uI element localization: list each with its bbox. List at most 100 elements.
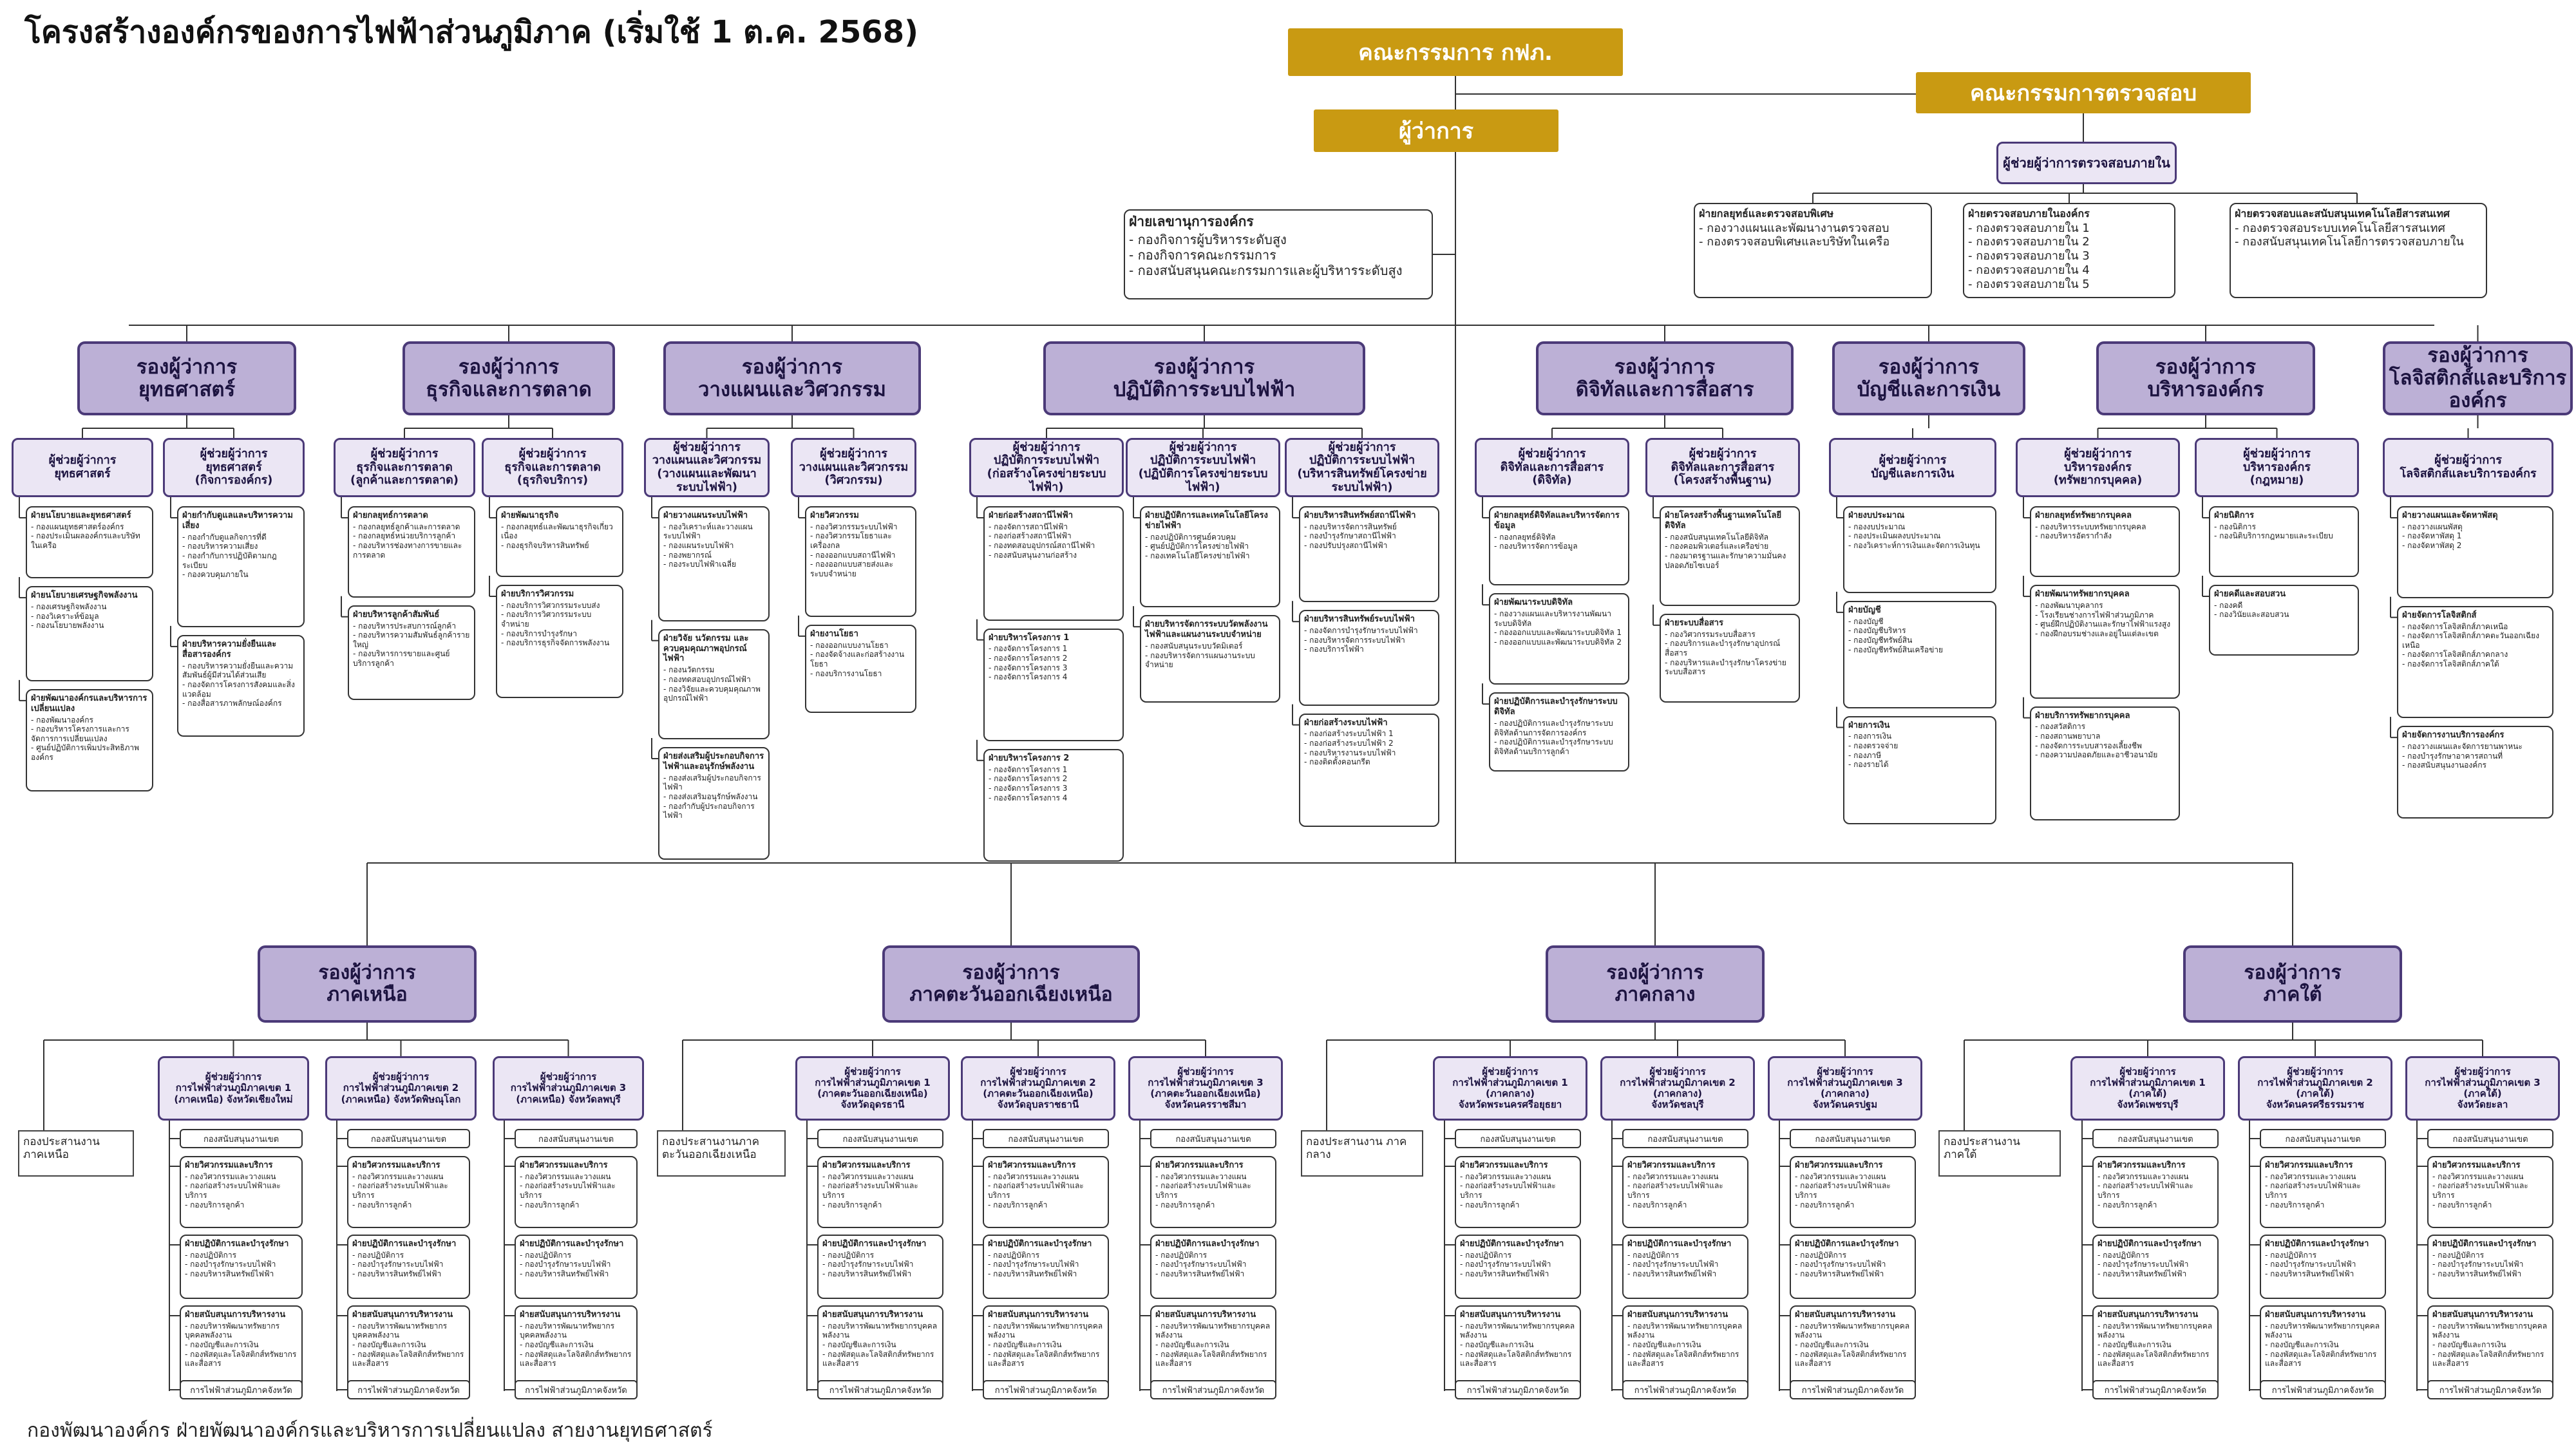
page-title: โครงสร้างองค์กรของการไฟฟ้าส่วนภูมิภาค (เ…: [24, 14, 919, 50]
unit-box: ฝ่ายปฏิบัติการและเทคโนโลยีโครงข่ายไฟฟ้า -…: [1140, 506, 1280, 608]
unit-item: - กองบริหารสินทรัพย์ไฟฟ้า: [1155, 1269, 1245, 1279]
unit-title: ฝ่ายวิศวกรรมและบริการ: [2265, 1160, 2353, 1170]
unit-item: - กองบริหารพัฒนาทรัพยากรบุคคลพลังงาน: [1627, 1321, 1743, 1340]
unit-item: - กองพัสดุและโลจิสติกส์ทรัพยากรและสื่อสา…: [2265, 1349, 2377, 1368]
unit-title: ฝ่ายบริการวิศวกรรม: [501, 589, 574, 599]
unit-item: - กองบัญชีและการเงิน: [352, 1340, 426, 1350]
unit-title: ฝ่ายปฏิบัติการและบำรุงรักษา: [1627, 1239, 1732, 1249]
unit-title: ฝ่ายสนับสนุนการบริหารงาน: [2098, 1310, 2199, 1320]
unit-item: - กองจัดการโครงการ 2: [989, 774, 1068, 784]
unit-item: - กองกลยุทธ์ดิจิทัล: [1494, 532, 1556, 542]
unit-title: ฝ่ายก่อสร้างระบบไฟฟ้า: [1304, 717, 1388, 728]
unit-item: - กองพัสดุและโลจิสติกส์ทรัพยากรและสื่อสา…: [988, 1349, 1100, 1368]
unit-item: - กองบริการลูกค้า: [988, 1200, 1048, 1209]
unit-item: - กองปฏิบัติการ: [520, 1250, 572, 1260]
unit-item: - กองออกแบบและพัฒนาระบบดิจิทัล 2: [1494, 637, 1622, 647]
unit-title: ฝ่ายปฏิบัติการและบำรุงรักษา: [1795, 1239, 1899, 1249]
unit-item: - กองจัดการระบบสารองเลี้ยงชีพ: [2035, 741, 2142, 750]
area-support-box: กองสนับสนุนงานเขต: [2260, 1129, 2386, 1148]
provincial-office-box: การไฟฟ้าส่วนภูมิภาคจังหวัด: [2260, 1380, 2386, 1399]
footer-note: กองพัฒนาองค์กร ฝ่ายพัฒนาองค์กรและบริหารก…: [27, 1419, 713, 1442]
unit-item: - กองวิเคราะห์การเงินและจัดการเงินทุน: [1848, 541, 1980, 551]
unit-item: - ศูนย์ฝึกปฏิบัติงานและรักษาไฟฟ้าแรงสูง: [2035, 620, 2171, 629]
unit-box: ฝ่ายการเงิน- กองการเงิน- กองตรวจจ่าย- กอ…: [1843, 715, 1996, 824]
unit-item: - กองคดี: [2214, 600, 2243, 610]
unit-item: - กองบริการลูกค้า: [1795, 1200, 1855, 1209]
unit-item: - โรงเรียนช่างการไฟฟ้าส่วนภูมิภาค: [2035, 610, 2154, 620]
unit-box: ฝ่ายกำกับดูแลและบริหารความเสี่ยง- กองกำก…: [177, 506, 305, 627]
unit-box: ฝ่ายกลยุทธ์การตลาด- กองกลยุทธ์ลูกค้าและก…: [348, 506, 475, 598]
unit-item: - กองก่อสร้างระบบไฟฟ้าและบริการ: [1155, 1181, 1251, 1200]
unit-title: ฝ่ายพัฒนาทรัพยากรบุคคล: [2035, 589, 2130, 600]
assistant-governor-box: ผู้ช่วยผู้ว่าการ บัญชีและการเงิน: [1829, 438, 1996, 497]
unit-item: - กองบริหารพัฒนาทรัพยากรบุคคลพลังงาน: [988, 1321, 1103, 1340]
unit-item: - กองส่งเสริมผู้ประกอบกิจการไฟฟ้า: [663, 773, 761, 792]
vice-governor-region-box: รองผู้ว่าการ ภาคกลาง: [1546, 945, 1765, 1023]
unit-item: - กองปฏิบัติการและบำรุงรักษาระบบดิจิทัลด…: [1494, 737, 1613, 756]
unit-title: ฝ่ายพัฒนาองค์กรและบริหารการเปลี่ยนแปลง: [31, 693, 147, 714]
unit-item: - กองบริหารสินทรัพย์ไฟฟ้า: [1627, 1269, 1717, 1279]
unit-item: - กองนิติการ: [2214, 522, 2256, 531]
area-assistant-box: ผู้ช่วยผู้ว่าการ การไฟฟ้าส่วนภูมิภาคเขต …: [795, 1056, 950, 1121]
unit-title: ฝ่ายปฏิบัติการและบำรุงรักษา: [520, 1239, 624, 1249]
unit-title: ฝ่ายสนับสนุนการบริหารงาน: [520, 1310, 621, 1320]
unit-title: ฝ่ายปฏิบัติการและบำรุงรักษา: [352, 1239, 457, 1249]
unit-title: ฝ่ายบริหารจัดการระบบวัดพลังงานไฟฟ้าและแผ…: [1145, 620, 1268, 640]
area-assistant-box: ผู้ช่วยผู้ว่าการ การไฟฟ้าส่วนภูมิภาคเขต …: [493, 1056, 644, 1121]
unit-box: ฝ่ายปฏิบัติการและบำรุงรักษาระบบดิจิทัล- …: [1489, 692, 1629, 772]
unit-item: - กองบริการลูกค้า: [1155, 1200, 1215, 1209]
unit-title: ฝ่ายบริหารสินทรัพย์ระบบไฟฟ้า: [1304, 614, 1415, 625]
unit-item: - กองคอมพิวเตอร์และเครือข่าย: [1665, 542, 1769, 551]
unit-item: - กองจัดหาพัสดุ 2: [2402, 541, 2462, 551]
unit-item: - กองสื่อสารภาพลักษณ์องค์กร: [182, 699, 282, 708]
unit-item: - กองพัสดุและโลจิสติกส์ทรัพยากรและสื่อสา…: [2098, 1349, 2210, 1368]
unit-title: ฝ่ายวิศวกรรมและบริการ: [352, 1160, 440, 1170]
unit-item: - กองบำรุงรักษาระบบไฟฟ้า: [1627, 1260, 1719, 1269]
unit-title: ฝ่ายพัฒนาธุรกิจ: [501, 511, 559, 520]
area-support-box: กองสนับสนุนงานเขต: [1150, 1129, 1276, 1148]
unit-item: - กองความปลอดภัยและอาชีวอนามัย: [2035, 750, 2158, 760]
unit-title: ฝ่ายงบประมาณ: [1848, 511, 1905, 520]
unit-item: - ศูนย์ปฏิบัติการโครงข่ายไฟฟ้า: [1145, 542, 1249, 551]
unit-box: ฝ่ายวิศวกรรมและบริการ- กองวิศวกรรมและวาง…: [817, 1156, 943, 1228]
assistant-governor-box: ผู้ช่วยผู้ว่าการ วางแผนและวิศวกรรม (วิศว…: [791, 438, 916, 497]
unit-item: - กองบัญชีและการเงิน: [1627, 1340, 1701, 1350]
unit-item: - กองสถานพยาบาล: [2035, 732, 2101, 741]
unit-title: ฝ่ายวิศวกรรมและบริการ: [1155, 1160, 1244, 1170]
unit-title: ฝ่ายวิศวกรรมและบริการ: [185, 1160, 273, 1170]
unit-item: - กองวิศวกรรมและวางแผน: [1795, 1171, 1886, 1181]
unit-title: ฝ่ายปฏิบัติการและเทคโนโลยีโครงข่ายไฟฟ้า: [1145, 511, 1268, 531]
audit-unit-box: ฝ่ายตรวจสอบและสนับสนุนเทคโนโลยีสารสนเทศ …: [2230, 203, 2487, 298]
unit-item: - กองบริหารสินทรัพย์ไฟฟ้า: [822, 1269, 912, 1279]
area-assistant-box: ผู้ช่วยผู้ว่าการ การไฟฟ้าส่วนภูมิภาคเขต …: [2405, 1056, 2560, 1121]
area-assistant-box: ผู้ช่วยผู้ว่าการ การไฟฟ้าส่วนภูมิภาคเขต …: [2238, 1056, 2392, 1121]
unit-item: - กองพัสดุและโลจิสติกส์ทรัพยากรและสื่อสา…: [1460, 1349, 1572, 1368]
assistant-governor-box: ผู้ช่วยผู้ว่าการ ดิจิทัลและการสื่อสาร (โ…: [1645, 438, 1800, 497]
vice-governor-region-box: รองผู้ว่าการ ภาคใต้: [2183, 945, 2402, 1023]
unit-item: - กองวิเคราะห์และวางแผนระบบไฟฟ้า: [663, 522, 753, 541]
unit-item: - กองบริหารพัฒนาทรัพยากรบุคคลพลังงาน: [2432, 1321, 2548, 1340]
unit-item: - กองบริการลูกค้า: [2098, 1200, 2157, 1209]
unit-box: ฝ่ายพัฒนาระบบดิจิทัล- กองวางแผนและบริหาร…: [1489, 593, 1629, 685]
area-assistant-box: ผู้ช่วยผู้ว่าการ การไฟฟ้าส่วนภูมิภาคเขต …: [1433, 1056, 1587, 1121]
unit-item: - กองจัดการโครงการ 2: [989, 654, 1068, 663]
unit-item: - กองปรับปรุงสถานีไฟฟ้า: [1304, 541, 1388, 551]
unit-title: ฝ่ายกลยุทธ์ดิจิทัลและบริหารจัดการข้อมูล: [1494, 511, 1620, 531]
unit-item: - กองบัญชีและการเงิน: [2098, 1340, 2172, 1350]
unit-item: - กองบัญชีและการเงิน: [520, 1340, 594, 1350]
unit-item: - กองบำรุงรักษาสถานีไฟฟ้า: [1304, 531, 1396, 541]
unit-title: ฝ่ายนโยบายและยุทธศาสตร์: [31, 511, 131, 520]
unit-box: ฝ่ายนโยบายเศรษฐกิจพลังงาน- กองเศรษฐกิจพล…: [26, 586, 153, 681]
unit-item: - กองนโยบายพลังงาน: [31, 621, 104, 630]
vice-governor-box: รองผู้ว่าการ ปฏิบัติการระบบไฟฟ้า: [1043, 341, 1365, 415]
unit-item: - กองเทคโนโลยีโครงข่ายไฟฟ้า: [1145, 551, 1250, 560]
unit-item: - กองปฏิบัติการ: [2432, 1250, 2485, 1260]
unit-box: ฝ่ายวิศวกรรมและบริการ- กองวิศวกรรมและวาง…: [1455, 1156, 1581, 1228]
unit-box: ฝ่ายพัฒนาทรัพยากรบุคคล- กองพัฒนาบุคลากร-…: [2030, 585, 2180, 699]
vice-governor-box: รองผู้ว่าการ วางแผนและวิศวกรรม: [663, 341, 921, 415]
area-assistant-box: ผู้ช่วยผู้ว่าการ การไฟฟ้าส่วนภูมิภาคเขต …: [325, 1056, 477, 1121]
unit-item: - กองบริหารสินทรัพย์ไฟฟ้า: [988, 1269, 1077, 1279]
unit-item: - กองปฏิบัติการและบำรุงรักษาระบบดิจิทัลด…: [1494, 718, 1613, 737]
unit-item: - กองบริการลูกค้า: [2265, 1200, 2325, 1209]
